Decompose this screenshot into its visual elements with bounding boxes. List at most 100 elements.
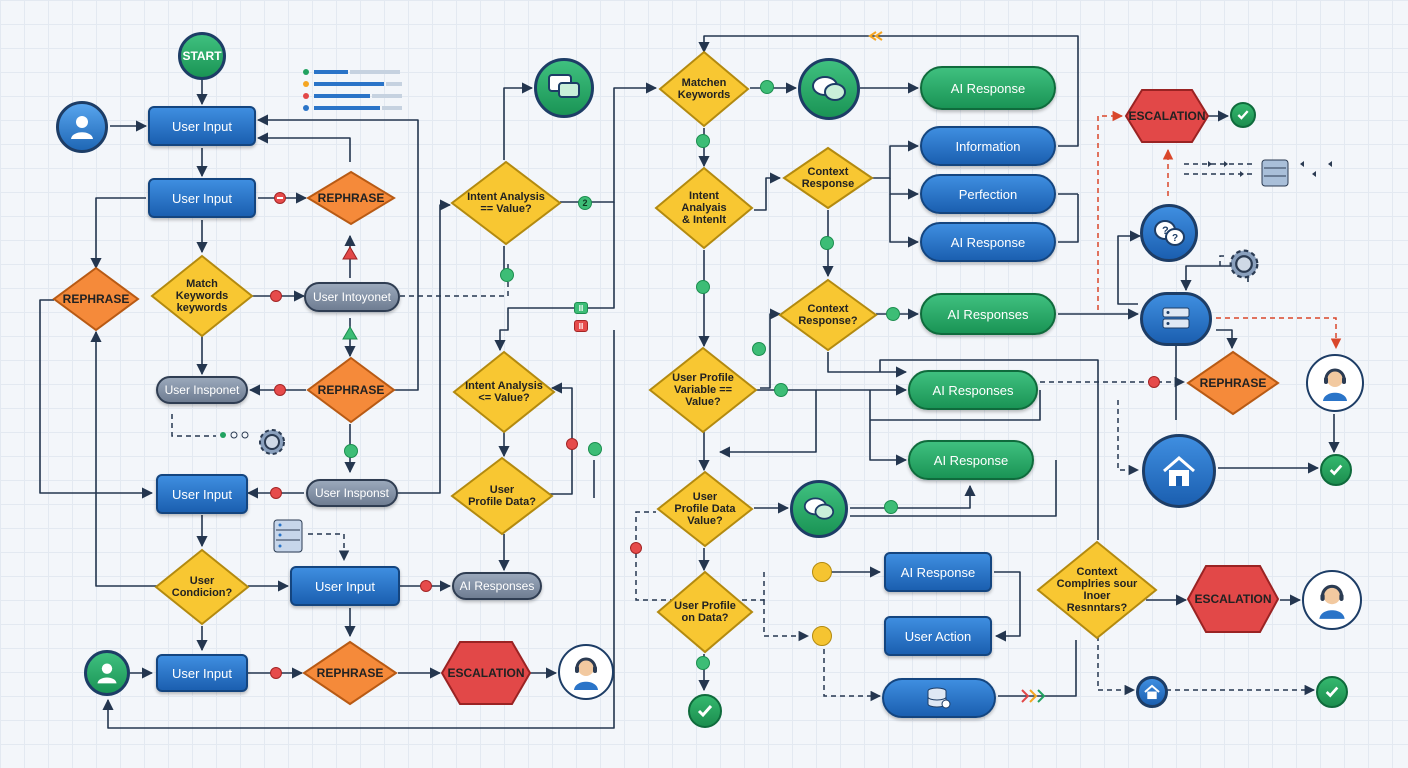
check-node-bottom-right[interactable] [1316, 676, 1348, 708]
edge [256, 132, 351, 162]
user-input-4[interactable]: User Input [290, 566, 400, 606]
warning-badge [812, 562, 832, 582]
edge [879, 359, 1099, 540]
ai-response-top[interactable]: AI Response [920, 66, 1056, 110]
matchen-keywords-label: Matchen Keywords [677, 77, 731, 101]
information-node[interactable]: Information [920, 126, 1056, 166]
edge [256, 114, 419, 391]
database-node[interactable] [882, 678, 996, 718]
escalation-hexagon-1[interactable] [440, 640, 532, 706]
server-node[interactable] [1140, 292, 1212, 346]
warning-icon [342, 246, 358, 260]
user-intoyonet-node[interactable]: User Intoyonet [304, 282, 400, 312]
database-mini-icon [273, 519, 303, 553]
match-keywords-diamond[interactable] [150, 254, 254, 338]
agent-avatar-right-top[interactable] [1306, 354, 1364, 412]
ai-responses-green-2[interactable]: AI Responses [908, 370, 1038, 410]
user-profile-data-diamond[interactable] [450, 456, 554, 536]
chevron-icon [868, 31, 877, 41]
matchen-keywords-diamond[interactable] [658, 50, 750, 128]
user-input-2[interactable]: User Input [148, 178, 256, 218]
agent-avatar-bottom-left[interactable] [558, 644, 614, 700]
edge [90, 330, 160, 587]
user-profile-data-value-diamond[interactable] [656, 470, 754, 548]
ai-responses-gray[interactable]: AI Responses [452, 572, 542, 600]
chat-node-mid[interactable] [798, 58, 860, 120]
check-icon [1329, 464, 1343, 476]
x-badge [1148, 376, 1160, 388]
user-input-3[interactable]: User Input [156, 474, 248, 514]
headset-agent-icon [1323, 368, 1347, 401]
user-action-node[interactable]: User Action [884, 616, 992, 656]
user-avatar-top[interactable] [56, 101, 108, 153]
ai-response-blue-2[interactable]: AI Response [884, 552, 992, 592]
rephrase-hexagon-1[interactable] [306, 170, 396, 226]
context-complies-diamond[interactable] [1036, 540, 1158, 640]
user-condicion-diamond[interactable] [154, 548, 250, 626]
edge [869, 390, 908, 466]
check-end-node[interactable] [688, 694, 722, 728]
intent-analysis-diamond-1[interactable] [450, 160, 562, 246]
database-icon [927, 687, 951, 709]
ai-responses-green-1[interactable]: AI Responses [920, 293, 1056, 335]
edge [1058, 88, 1079, 147]
x-badge [566, 438, 578, 450]
x-icon [277, 197, 283, 199]
escalation-label-right: ESCALATION [1194, 592, 1272, 606]
edge [889, 178, 920, 200]
check-node-top-right[interactable] [1230, 102, 1256, 128]
edge-dashed [308, 533, 350, 562]
intent-analysis-diamond-3[interactable] [654, 166, 754, 250]
home-icon [1144, 684, 1160, 700]
rephrase-diamond-3[interactable] [302, 640, 398, 706]
intent-analysis-diamond-2[interactable] [452, 350, 556, 434]
server-icon [1162, 307, 1190, 329]
warning-icon [342, 326, 358, 340]
x-badge [420, 580, 432, 592]
home-node-small[interactable] [1136, 676, 1168, 708]
chat-node-lower[interactable] [790, 480, 848, 538]
edge-dashed [1097, 636, 1136, 696]
help-node[interactable]: ?? [1140, 204, 1198, 262]
perfection-node[interactable]: Perfection [920, 174, 1056, 214]
chat-bubbles-icon [812, 76, 846, 101]
context-response-diamond-2[interactable] [778, 278, 878, 352]
chat-node-top[interactable] [534, 58, 594, 118]
edge-dashed-red [1216, 317, 1342, 350]
number-badge: 2 [578, 196, 592, 210]
chevron-icon [874, 31, 883, 41]
context-response-diamond-1[interactable] [782, 146, 874, 210]
user-profile-variable-diamond[interactable] [648, 346, 758, 434]
escalation-hexagon-top[interactable] [1124, 88, 1210, 144]
user-avatar-bottom[interactable] [84, 650, 130, 696]
user-input-1[interactable]: User Input [148, 106, 256, 146]
user-profile-on-data-diamond[interactable] [656, 570, 754, 654]
home-node[interactable] [1142, 434, 1216, 508]
warning-badge [812, 626, 832, 646]
agent-avatar-right-bottom[interactable] [1302, 570, 1362, 630]
start-node[interactable]: START [178, 32, 226, 80]
ai-response-blue[interactable]: AI Response [920, 222, 1056, 262]
status-dots-icon [220, 431, 249, 439]
check-badge [696, 280, 710, 294]
chevron-icon [1037, 689, 1046, 703]
user-insponst-node[interactable]: User Insponst [306, 479, 398, 507]
user-insponet-node[interactable]: User Insponet [156, 376, 248, 404]
check-node-right-mid[interactable] [1320, 454, 1352, 486]
x-badge [274, 192, 286, 204]
context-response-label-2: Context Response? [798, 303, 858, 327]
svg-text:?: ? [1172, 233, 1178, 244]
intent-analysis-label-2: Intent Analysis <= Value? [465, 380, 543, 404]
escalation-hexagon-right[interactable] [1186, 564, 1280, 634]
check-badge [500, 268, 514, 282]
ai-response-green[interactable]: AI Response [908, 440, 1034, 480]
user-input-5[interactable]: User Input [156, 654, 248, 692]
rephrase-diamond-left[interactable] [52, 266, 140, 332]
check-badge [884, 500, 898, 514]
x-badge [630, 542, 642, 554]
rephrase-diamond-2[interactable] [306, 356, 396, 424]
gear-icon [1229, 249, 1259, 279]
rephrase-diamond-right[interactable] [1186, 350, 1280, 416]
user-condicion-label: User Condicion? [171, 575, 233, 599]
svg-text:?: ? [1162, 225, 1169, 237]
